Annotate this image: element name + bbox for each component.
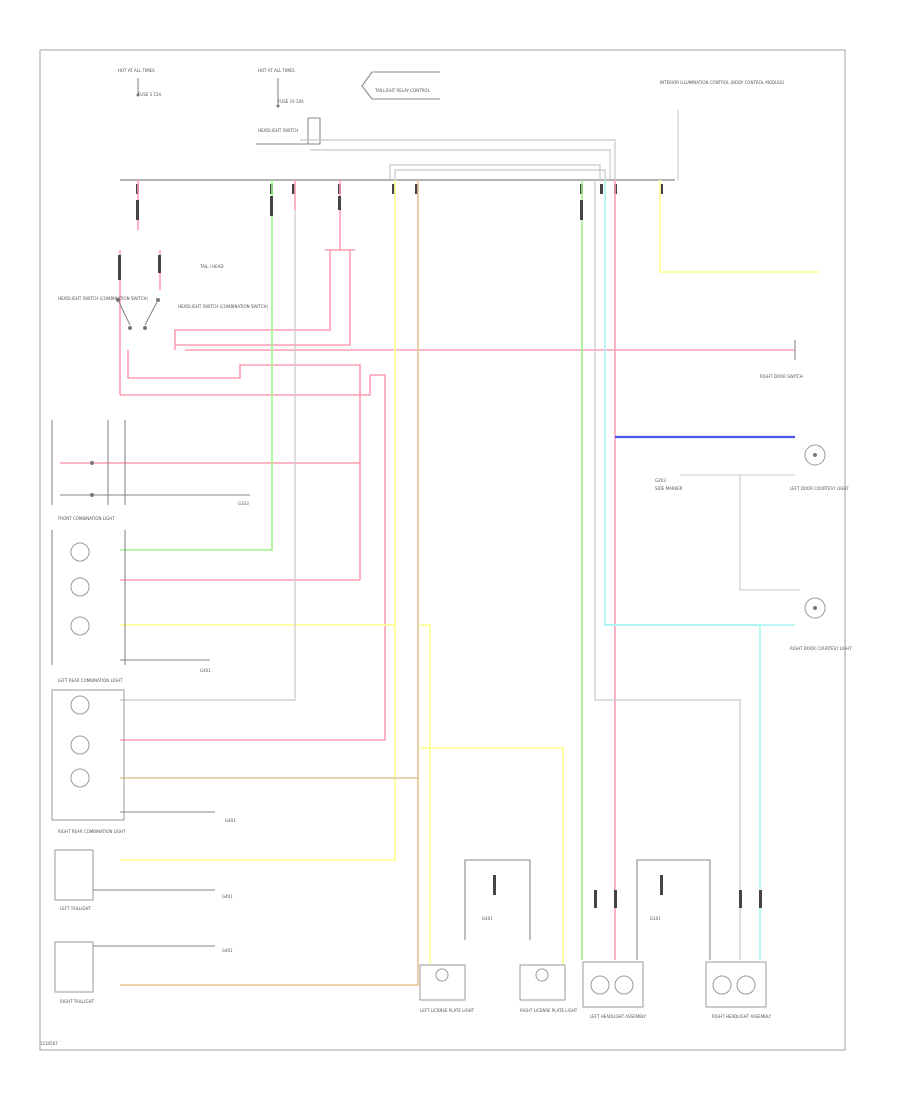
left-rear-combo-label: LEFT REAR COMBINATION LIGHT xyxy=(58,678,123,683)
right-license-plate-light xyxy=(519,964,566,1001)
gray-wiring xyxy=(120,180,800,960)
left-door-light-label: LEFT DOOR COURTESY LIGHT xyxy=(790,486,849,491)
fuse-a-id: FUSE 5 15A xyxy=(138,92,161,97)
fuse-b-id: FUSE 19 10A xyxy=(278,99,304,104)
right-door-courtesy-light xyxy=(804,597,826,619)
fuse-b xyxy=(276,78,280,108)
front-combination-switch-group xyxy=(51,420,250,505)
ground-5-label: G401 xyxy=(222,948,233,953)
front-combo-label: FRONT COMBINATION LIGHT xyxy=(58,516,115,521)
yellow-wiring xyxy=(120,180,820,965)
right-headlight-assembly xyxy=(705,961,767,1008)
left-license-plate-light xyxy=(419,964,466,1001)
right-taillight-label: RIGHT TAILLIGHT xyxy=(60,999,95,1004)
upper-harness xyxy=(300,110,679,180)
left-taillight xyxy=(54,849,215,901)
left-headlight-assembly xyxy=(582,961,644,1008)
left-door-courtesy-light xyxy=(804,444,826,466)
left-switch-label: HEADLIGHT SWITCH (COMBINATION SWITCH) xyxy=(58,296,149,301)
ground-1-label: G103 xyxy=(238,501,249,506)
headlight-switch-label: HEADLIGHT SWITCH xyxy=(258,128,298,133)
right-note-label: INTERIOR ILLUMINATION CONTROL (BODY CONT… xyxy=(660,80,785,85)
right-door-light-label: RIGHT DOOR COURTESY LIGHT xyxy=(790,646,852,651)
fuse-a xyxy=(136,78,140,97)
left-headlight-switch xyxy=(116,298,132,330)
cyan-wiring xyxy=(604,180,795,960)
footer-code: 1234567 xyxy=(40,1041,58,1046)
left-headlight-label: LEFT HEADLIGHT ASSEMBLY xyxy=(590,1014,647,1019)
ground-2-label: G401 xyxy=(200,668,211,673)
green-wiring xyxy=(120,180,583,960)
ground-4-label: G401 xyxy=(222,894,233,899)
headlight-ground-bracket xyxy=(636,859,711,960)
left-taillight-label: LEFT TAILLIGHT xyxy=(60,906,91,911)
right-switch-label: HEADLIGHT SWITCH (COMBINATION SWITCH) xyxy=(178,304,269,309)
license-ground-bracket xyxy=(464,859,531,940)
orange-wiring xyxy=(120,180,419,986)
left-license-label: LEFT LICENSE PLATE LIGHT xyxy=(420,1008,475,1013)
right-ground-a-label: G203 xyxy=(655,478,666,483)
right-headlight-label: RIGHT HEADLIGHT ASSEMBLY xyxy=(712,1014,772,1019)
right-license-label: RIGHT LICENSE PLATE LIGHT xyxy=(520,1008,578,1013)
bus-connectors xyxy=(136,184,663,194)
taillight-relay-label: TAILLIGHT RELAY CONTROL xyxy=(374,88,431,93)
right-door-switch-label: RIGHT DOOR SWITCH xyxy=(760,374,803,379)
right-ground-b-label: SIDE MARKER xyxy=(655,486,683,491)
right-headlight-switch xyxy=(143,298,160,330)
taillight-relay-bracket xyxy=(361,71,440,100)
right-rear-combo-label: RIGHT REAR COMBINATION LIGHT xyxy=(58,829,126,834)
switch-key-label: TAIL / HEAD xyxy=(199,264,224,269)
diagram-frame xyxy=(39,49,846,1051)
rear-combination-light-box xyxy=(51,689,215,821)
red-wiring xyxy=(60,180,795,960)
ground-3-label: G401 xyxy=(225,818,236,823)
fuse-b-label: HOT AT ALL TIMES xyxy=(258,68,295,73)
bottom-ground-right-label: G101 xyxy=(650,916,661,921)
bottom-connectors xyxy=(594,890,762,908)
front-lamp-group xyxy=(51,530,210,665)
right-taillight xyxy=(54,941,215,993)
bottom-ground-mid-label: G401 xyxy=(482,916,493,921)
fuse-a-label: HOT AT ALL TIMES xyxy=(118,68,155,73)
